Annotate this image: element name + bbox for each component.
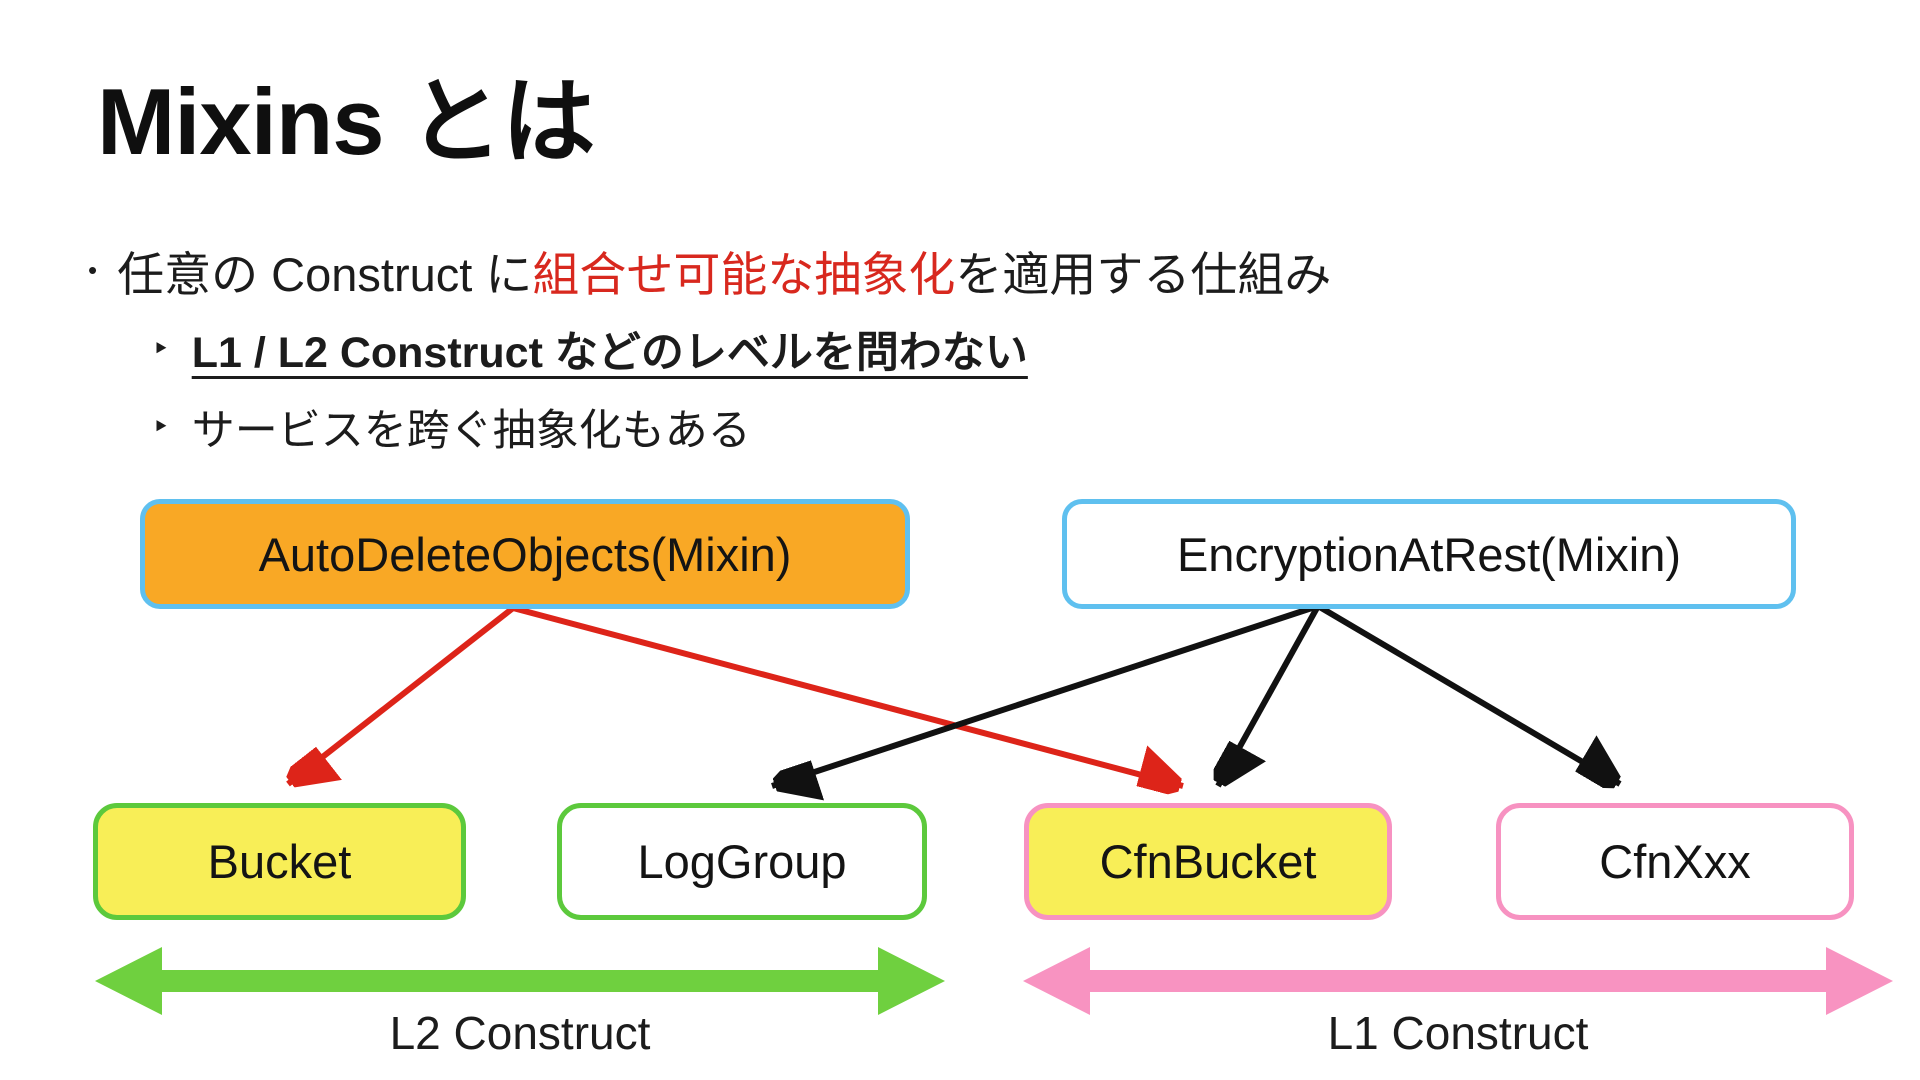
- bullet-main-text-post: を適用する仕組み: [955, 248, 1332, 301]
- node-encryptionatrest-mixin: EncryptionAtRest(Mixin): [1062, 499, 1796, 609]
- triangle-bullet-icon: ‣: [152, 332, 170, 366]
- edge-encryption-to-cfnbucket: [1218, 604, 1321, 786]
- node-loggroup: LogGroup: [557, 803, 927, 920]
- page-title: Mixins とは: [97, 69, 596, 174]
- node-bucket: Bucket: [93, 803, 466, 920]
- node-cfnbucket: CfnBucket: [1024, 803, 1392, 920]
- bullet-dot-icon: •: [88, 255, 98, 285]
- l2-range-arrow: [95, 947, 945, 1015]
- node-cfnxxx: CfnXxx: [1496, 803, 1854, 920]
- edge-autodelete-to-bucket: [288, 605, 515, 784]
- node-label: EncryptionAtRest(Mixin): [1176, 527, 1682, 581]
- triangle-bullet-icon: ‣: [152, 410, 170, 444]
- bullet-main: • 任意の Construct に組合せ可能な抽象化を適用する仕組み: [88, 236, 1331, 305]
- bullet-sub-level: ‣ L1 / L2 Construct などのレベルを問わない: [152, 318, 1028, 380]
- bullet-sub-cross-service: ‣ サービスを跨ぐ抽象化もある: [152, 396, 751, 458]
- bullet-main-text-highlight: 組合せ可能な抽象化: [532, 248, 956, 301]
- node-label: CfnXxx: [1599, 835, 1751, 888]
- edge-encryption-to-cfnxxx: [1316, 603, 1620, 784]
- edge-encryption-to-loggroup: [771, 603, 1319, 786]
- edge-autodelete-to-cfnbucket: [512, 605, 1183, 786]
- l2-construct-label: L2 Construct: [389, 1007, 651, 1059]
- l1-construct-label: L1 Construct: [1327, 1007, 1589, 1059]
- node-autodeleteobjects-mixin: AutoDeleteObjects(Mixin): [140, 499, 910, 609]
- bullet-sub-cross-service-text: サービスを跨ぐ抽象化もある: [191, 407, 751, 455]
- node-label: CfnBucket: [1099, 835, 1317, 888]
- node-label: Bucket: [207, 835, 352, 888]
- bullet-main-text-pre: 任意の Construct に: [117, 248, 533, 301]
- node-label: LogGroup: [637, 835, 847, 888]
- bullet-sub-level-text: L1 / L2 Construct などのレベルを問わない: [191, 329, 1028, 377]
- node-label: AutoDeleteObjects(Mixin): [258, 527, 792, 581]
- l1-range-arrow: [1023, 947, 1893, 1015]
